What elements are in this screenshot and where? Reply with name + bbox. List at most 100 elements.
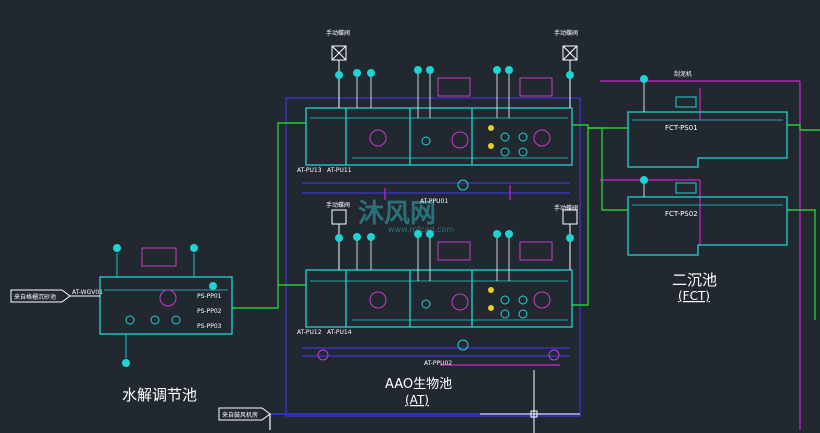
hydro-mixer: [159, 289, 177, 307]
aao1-instr-2: [367, 69, 375, 77]
aao2-pump-1: [421, 299, 431, 309]
aao-tank-1-instruments: [353, 66, 553, 191]
clarifier-2-body: [627, 196, 788, 256]
watermark-url: www.mfcad.com: [388, 225, 454, 234]
label-inlet-bottom: 来自鼓风机房: [222, 411, 258, 419]
aao1-pump-2: [500, 132, 510, 142]
valve-box-top-1-x2: [331, 45, 347, 61]
title-aao: AAO生物池: [385, 377, 452, 392]
crosshair-cursor: [480, 370, 580, 433]
inlet-arrow-bottom: [218, 407, 271, 421]
green-pipe-to-fct2: [588, 127, 628, 211]
aao2-recirc-pump: [457, 339, 469, 351]
aao1-recirc-pump: [457, 179, 469, 191]
aao2-mixer-1: [369, 291, 387, 309]
aao1-mixer-2: [451, 131, 469, 149]
label-at-pu12: AT-PU12: [297, 329, 322, 336]
aao1-mixer-3: [533, 129, 551, 147]
label-at-pu11: AT-PU11: [327, 167, 352, 174]
aao-tank-2: [305, 269, 573, 328]
scraper-1: [675, 96, 697, 108]
aao2-instr-4: [426, 230, 434, 238]
label-scraper: 刮泥机: [674, 70, 692, 78]
aao1-instr-6: [505, 66, 513, 74]
aao1-instr-3: [414, 66, 422, 74]
title-aao-sub: (AT): [405, 393, 429, 407]
label-valve-mid1: 手动蝶阀: [326, 201, 350, 209]
aao-outer-frame: [285, 97, 581, 417]
aao2-yellow-2: [488, 305, 494, 311]
label-at-ppu01: AT-PPU01: [420, 198, 448, 205]
aao2-valve-mark-2: [548, 349, 560, 361]
inlet-arrow-left: [10, 289, 71, 303]
hydro-instrument-2: [190, 244, 198, 252]
title-hydrolysis: 水解调节池: [122, 386, 197, 404]
aao1-instr-1: [353, 69, 361, 77]
label-ps-pp01: PS-PP01: [197, 293, 222, 300]
aao2-valve-mark-1: [317, 349, 329, 361]
aao2-instr-3: [414, 230, 422, 238]
label-valve-top2: 手动蝶阀: [554, 29, 578, 37]
aao2-instr-6: [505, 230, 513, 238]
aao1-yellow-1: [488, 125, 494, 131]
aao1-pump-1: [421, 136, 431, 146]
title-fct-sub: (FCT): [678, 289, 710, 303]
label-valve-mid2: 手动蝶阀: [554, 204, 578, 212]
label-at-ppu02: AT-PPU02: [424, 360, 452, 367]
aao-tank-2-instruments: [317, 230, 560, 361]
aao2-pump-2: [500, 295, 510, 305]
aao1-mixer-1: [369, 129, 387, 147]
label-valve-top1: 手动蝶阀: [326, 29, 350, 37]
valve-markers: [335, 71, 574, 242]
label-fct-ps02: FCT-PS02: [665, 210, 698, 218]
hydrolysis-tank-body: [99, 276, 233, 335]
title-fct: 二沉池: [672, 271, 717, 289]
label-at-wgv01: AT-WGV01: [72, 289, 103, 296]
inlet-arrows: [10, 289, 271, 421]
scraper-2: [675, 182, 697, 194]
valve-marker-mid-2: [566, 234, 574, 242]
aao2-pump-3: [518, 295, 528, 305]
aao1-yellow-2: [488, 143, 494, 149]
aao2-mixer-3: [533, 291, 551, 309]
aao1-panel-2: [519, 77, 553, 97]
aao1-panel-1: [437, 77, 471, 97]
aao2-pump-5: [518, 309, 528, 319]
aao2-instr-5: [493, 230, 501, 238]
valve-marker-top-1: [335, 71, 343, 79]
watermark: 沐风网 www.mfcad.com: [358, 199, 454, 234]
aao2-panel-1: [437, 241, 471, 261]
clarifier-2-instr: [640, 176, 648, 184]
valve-marker-mid-1: [335, 234, 343, 242]
hydro-instrument-1: [113, 244, 121, 252]
label-ps-pp03: PS-PP03: [197, 323, 222, 330]
green-pipe-hydro-out: [232, 122, 306, 309]
aao1-instr-4: [426, 66, 434, 74]
hydro-pump-1: [125, 315, 135, 325]
labels: 来自格栅沉砂池 来自鼓风机房 AT-WGV01 PS-PP01 PS-PP02 …: [14, 29, 717, 419]
aao-tank-1-body: [305, 107, 573, 166]
clarifier-instruments: [640, 75, 697, 197]
hydro-pump-2: [150, 315, 160, 325]
aao1-pump-4: [500, 147, 510, 157]
watermark-text: 沐风网: [358, 199, 436, 229]
valve-box-top-2-x2: [562, 45, 578, 61]
aao-tank-1: [305, 107, 573, 166]
crosshair-box: [530, 410, 538, 418]
clarifier-1-body: [627, 111, 788, 168]
aao2-instr-1: [353, 233, 361, 241]
hydro-drain-instrument: [122, 359, 130, 367]
label-fct-ps01: FCT-PS01: [665, 124, 698, 132]
hydro-pump-3: [171, 315, 181, 325]
aao1-pump-3: [518, 132, 528, 142]
hydro-panel: [141, 247, 177, 267]
hydro-pump-icon: [209, 282, 217, 290]
aao2-pump-4: [500, 309, 510, 319]
aao2-instr-2: [367, 233, 375, 241]
aao1-instr-5: [493, 66, 501, 74]
manual-valves: [331, 45, 578, 270]
aao2-mixer-2: [451, 293, 469, 311]
label-ps-pp02: PS-PP02: [197, 308, 222, 315]
